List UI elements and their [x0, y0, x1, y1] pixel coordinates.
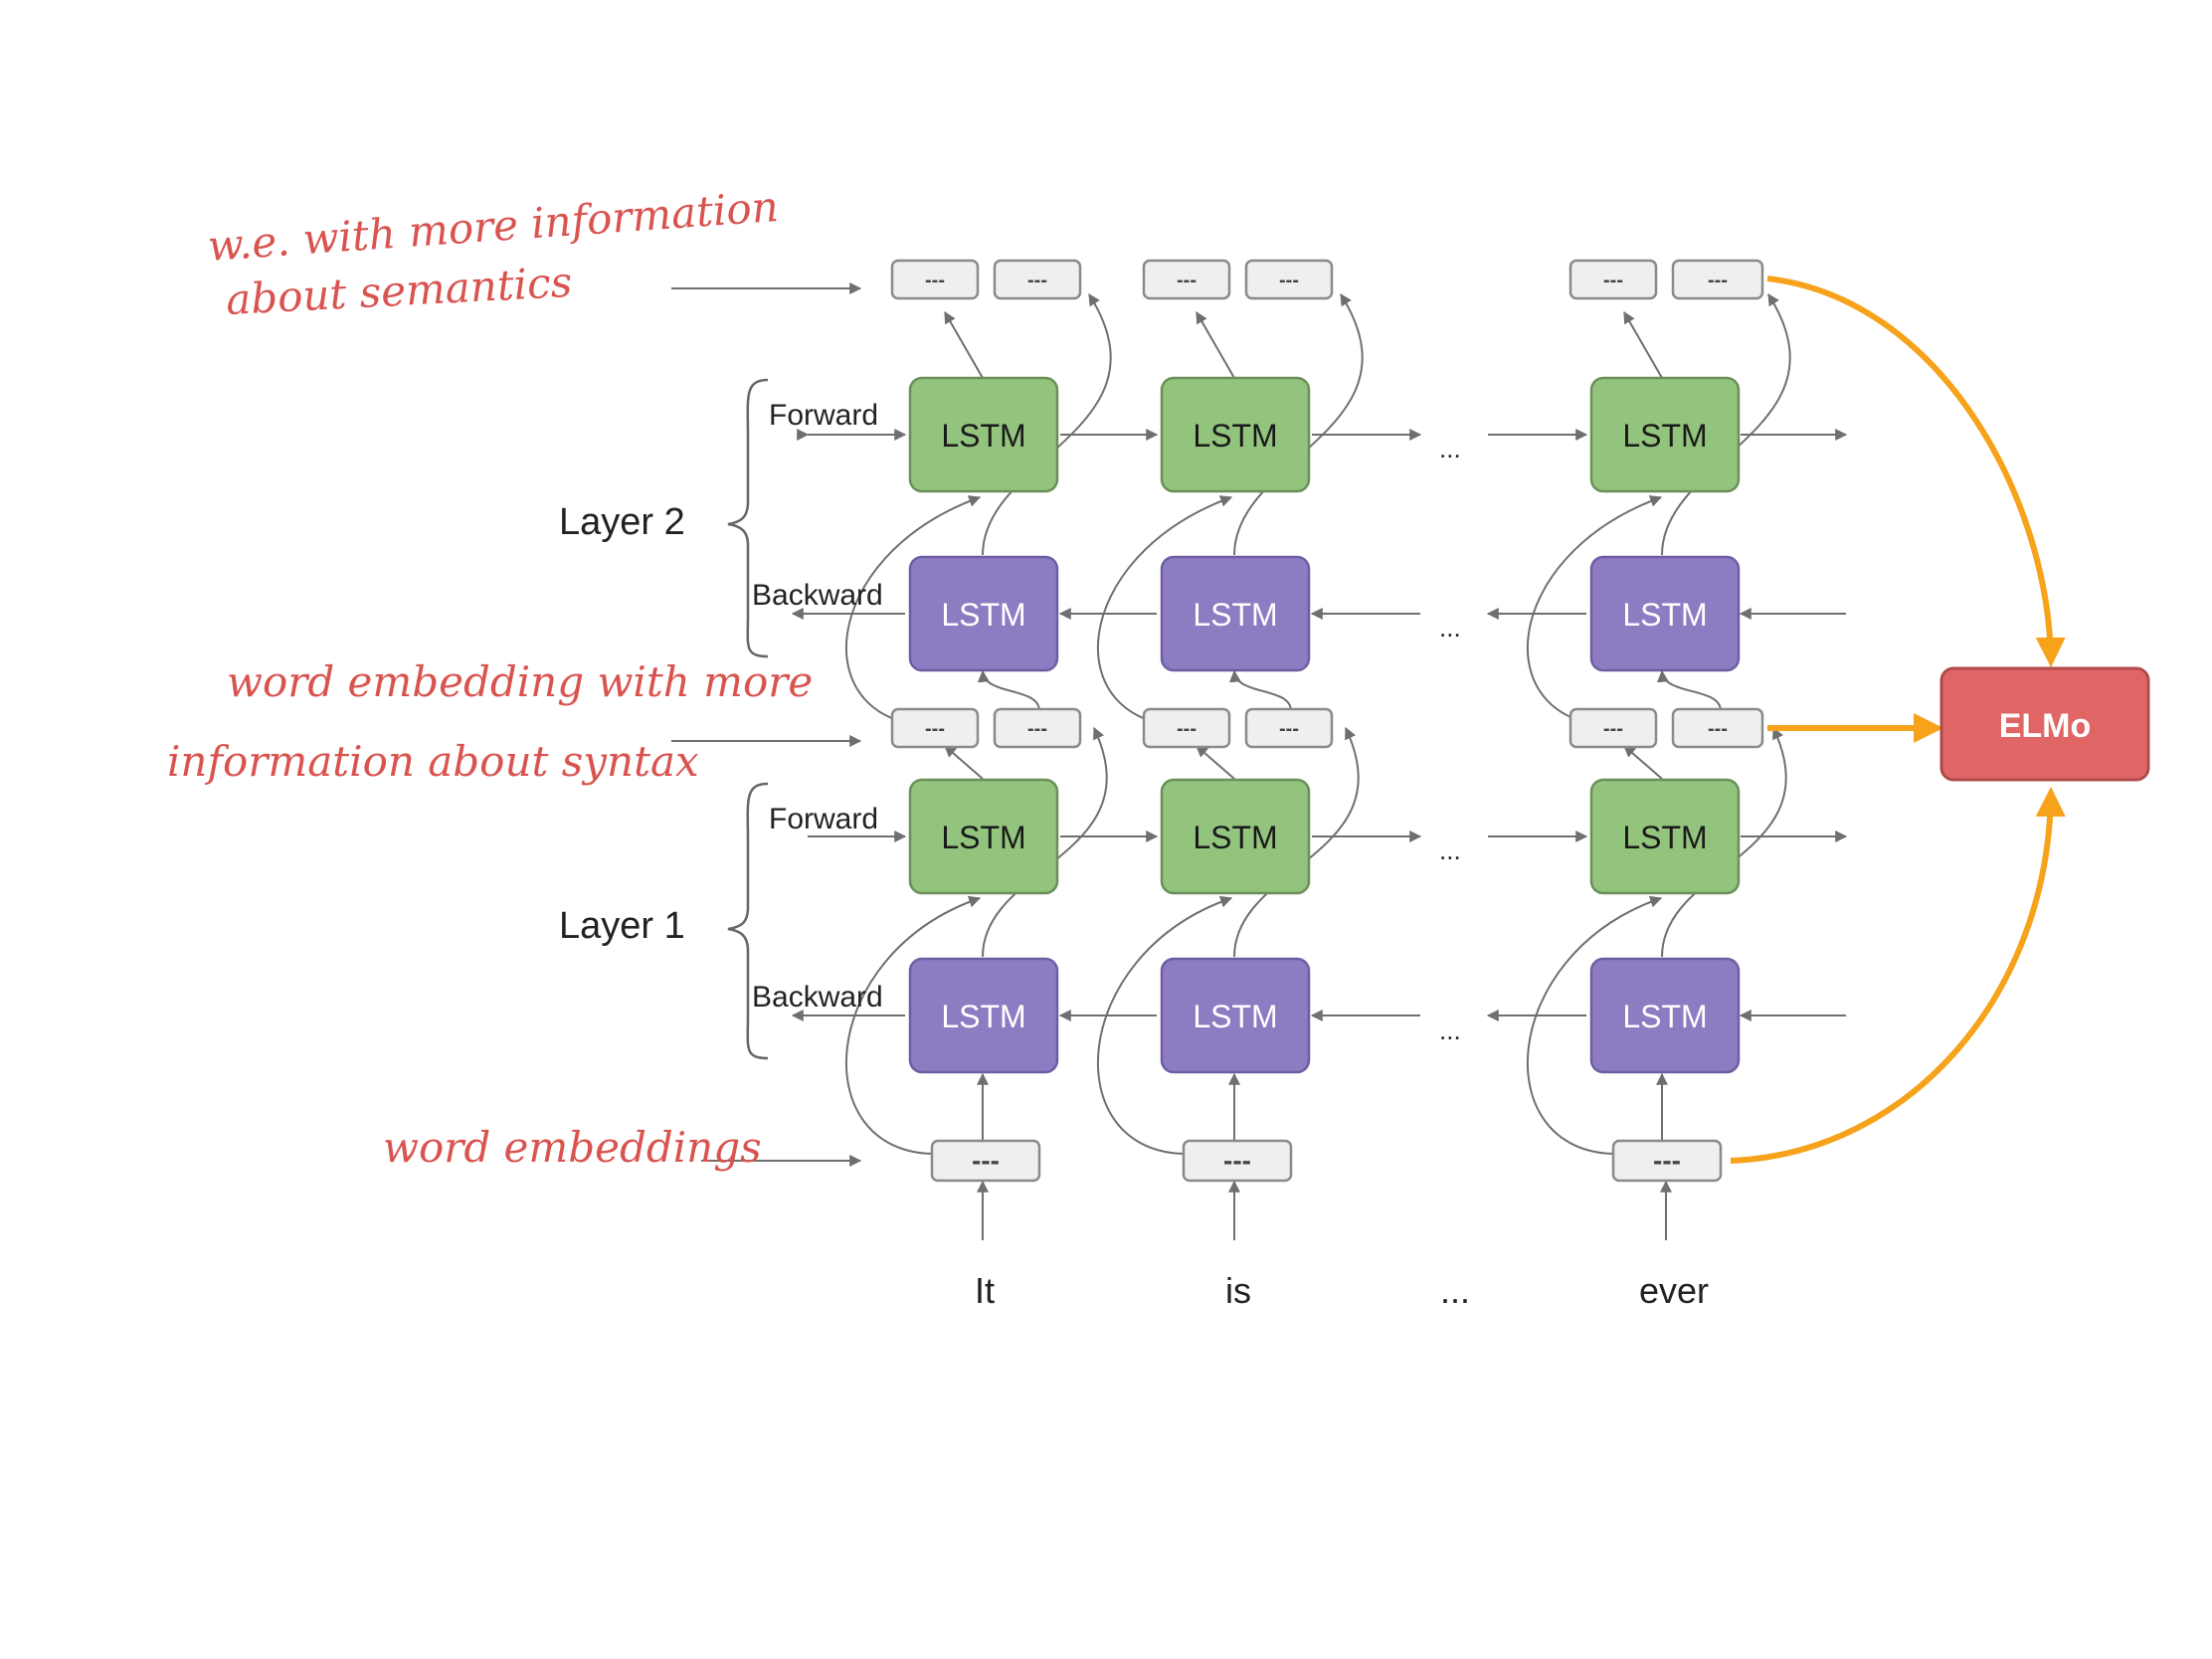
- svg-text:---: ---: [925, 718, 945, 740]
- output-box: ---: [993, 707, 1082, 749]
- svg-text:---: ---: [972, 1145, 1000, 1176]
- layer-2-backward-label: Backward: [752, 579, 883, 612]
- output-box: ---: [1568, 259, 1658, 300]
- layer-1-output-boxes: --- --- --- --- --- ---: [890, 707, 1764, 749]
- word-embedding-box: ---: [1182, 1139, 1293, 1183]
- backward-lstm: LSTM: [908, 555, 1059, 672]
- svg-text:LSTM: LSTM: [1622, 999, 1707, 1034]
- layer-2-lstms: LSTM LSTM LSTM LSTM LSTM LSTM: [908, 376, 1741, 672]
- svg-text:---: ---: [1177, 270, 1197, 291]
- annotation-syntax-line-2: information about syntax: [167, 737, 699, 786]
- svg-text:---: ---: [1603, 270, 1623, 291]
- forward-lstm: LSTM: [1589, 778, 1741, 895]
- svg-text:LSTM: LSTM: [1622, 418, 1707, 454]
- ellipsis: ...: [1439, 835, 1461, 865]
- svg-text:LSTM: LSTM: [941, 999, 1025, 1034]
- forward-lstm: LSTM: [1160, 376, 1311, 493]
- word-embedding-box: ---: [1611, 1139, 1723, 1183]
- elmo-box: ELMo: [1939, 666, 2150, 782]
- svg-text:---: ---: [1279, 718, 1299, 740]
- svg-text:---: ---: [1279, 270, 1299, 291]
- svg-text:LSTM: LSTM: [941, 597, 1025, 633]
- forward-lstm: LSTM: [1160, 778, 1311, 895]
- svg-text:LSTM: LSTM: [941, 418, 1025, 454]
- elmo-input-arrows: [1730, 276, 2066, 1164]
- output-box: ---: [1142, 259, 1231, 300]
- forward-lstm: LSTM: [1589, 376, 1741, 493]
- layer-1-forward-label: Forward: [769, 803, 878, 835]
- output-box: ---: [890, 707, 980, 749]
- svg-text:---: ---: [925, 270, 945, 291]
- column-ellipses: ... ... ... ...: [1439, 434, 1461, 1045]
- svg-text:ELMo: ELMo: [1999, 707, 2092, 745]
- word-embedding-boxes: --- --- ---: [930, 1139, 1723, 1183]
- annotation-syntax-line-1: word embedding with more: [227, 657, 813, 706]
- layer-1-label: Layer 1: [559, 905, 685, 947]
- svg-text:---: ---: [1177, 718, 1197, 740]
- svg-text:LSTM: LSTM: [1193, 418, 1277, 454]
- layer-1-lstms: LSTM LSTM LSTM LSTM LSTM LSTM: [908, 778, 1741, 1074]
- annotation-semantics-line-2: about semantics: [225, 258, 573, 324]
- ellipsis: ...: [1439, 613, 1461, 643]
- svg-text:LSTM: LSTM: [941, 820, 1025, 855]
- layer-labels: Layer 2 Forward Backward Layer 1 Forward…: [559, 399, 883, 1014]
- svg-text:---: ---: [1708, 718, 1728, 740]
- output-box: ---: [1244, 707, 1334, 749]
- output-box: ---: [1671, 259, 1764, 300]
- layer-2-label: Layer 2: [559, 501, 685, 543]
- token: It: [975, 1270, 995, 1311]
- layer-2-forward-label: Forward: [769, 399, 878, 432]
- svg-text:LSTM: LSTM: [1622, 820, 1707, 855]
- token: ever: [1639, 1270, 1709, 1311]
- word-embedding-box: ---: [930, 1139, 1041, 1183]
- ellipsis: ...: [1439, 1015, 1461, 1045]
- svg-text:LSTM: LSTM: [1622, 597, 1707, 633]
- layer-1-backward-label: Backward: [752, 981, 883, 1014]
- input-tokens: It is ... ever: [975, 1270, 1709, 1311]
- layer-2-output-boxes: --- --- --- --- --- ---: [890, 259, 1764, 300]
- backward-lstm: LSTM: [1160, 957, 1311, 1074]
- forward-lstm: LSTM: [908, 778, 1059, 895]
- output-box: ---: [1671, 707, 1764, 749]
- annotation-semantics-line-1: w.e. with more information: [206, 182, 780, 271]
- token: is: [1225, 1270, 1251, 1311]
- annotation-word-embeddings: word embeddings: [383, 1123, 762, 1172]
- connector-arrows: [671, 282, 1848, 1240]
- svg-text:LSTM: LSTM: [1193, 999, 1277, 1034]
- svg-text:LSTM: LSTM: [1193, 597, 1277, 633]
- svg-text:---: ---: [1603, 718, 1623, 740]
- backward-lstm: LSTM: [1160, 555, 1311, 672]
- layer-braces: [727, 378, 769, 1060]
- output-box: ---: [1568, 707, 1658, 749]
- svg-text:---: ---: [1223, 1145, 1251, 1176]
- output-box: ---: [993, 259, 1082, 300]
- svg-text:---: ---: [1653, 1145, 1681, 1176]
- backward-lstm: LSTM: [1589, 555, 1741, 672]
- forward-lstm: LSTM: [908, 376, 1059, 493]
- ellipsis: ...: [1439, 434, 1461, 463]
- output-box: ---: [1142, 707, 1231, 749]
- output-box: ---: [1244, 259, 1334, 300]
- svg-text:LSTM: LSTM: [1193, 820, 1277, 855]
- svg-text:---: ---: [1708, 270, 1728, 291]
- svg-text:---: ---: [1027, 718, 1047, 740]
- svg-text:---: ---: [1027, 270, 1047, 291]
- backward-lstm: LSTM: [1589, 957, 1741, 1074]
- output-box: ---: [890, 259, 980, 300]
- handwritten-annotations: w.e. with more information about semanti…: [167, 182, 813, 1172]
- backward-lstm: LSTM: [908, 957, 1059, 1074]
- token: ...: [1440, 1270, 1470, 1311]
